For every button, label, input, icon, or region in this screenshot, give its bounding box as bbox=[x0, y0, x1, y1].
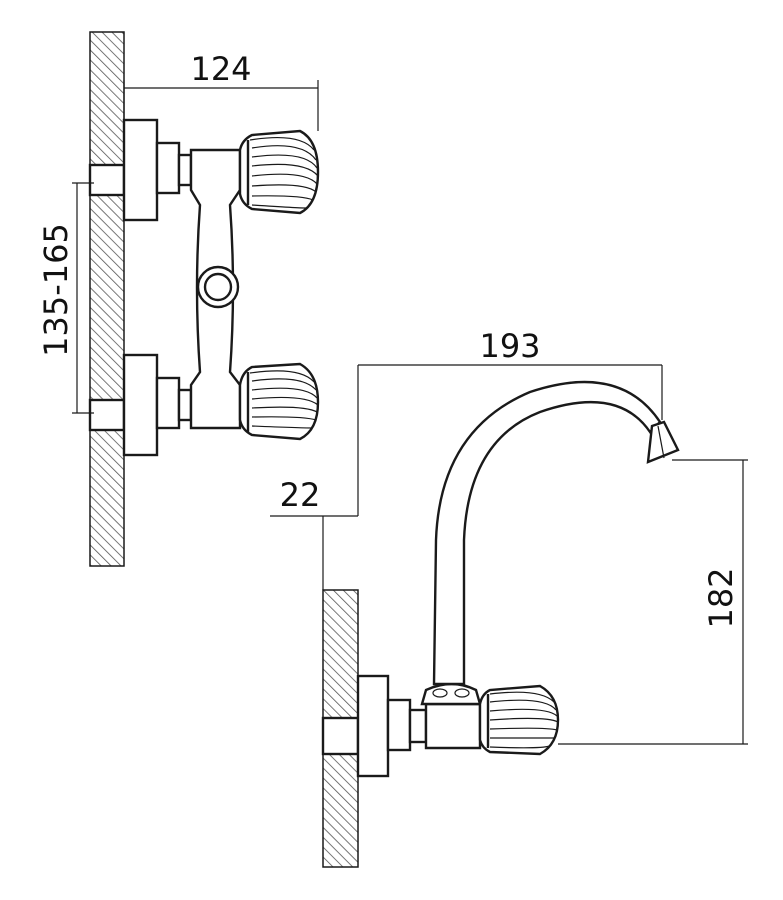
spout-aerator bbox=[646, 420, 680, 464]
escutcheon-upper bbox=[122, 118, 159, 222]
escutcheon-side bbox=[356, 674, 390, 778]
connector-lower bbox=[155, 376, 181, 430]
dimension-193: 193 bbox=[357, 327, 663, 516]
dimension-124: 124 bbox=[123, 50, 319, 131]
dimension-182: 182 bbox=[558, 459, 748, 745]
spout-outlet-inner bbox=[203, 272, 233, 302]
dimension-135-165-label: 135-165 bbox=[37, 223, 75, 357]
handle-upper bbox=[238, 129, 320, 215]
spout-swivel-nut bbox=[420, 682, 482, 706]
inlet-upper bbox=[88, 163, 126, 197]
dimension-22: 22 bbox=[270, 476, 358, 517]
connector-upper bbox=[155, 141, 181, 195]
dimension-124-label: 124 bbox=[190, 50, 251, 88]
valve-body-side bbox=[424, 702, 482, 750]
dimension-135-165: 135-165 bbox=[37, 182, 94, 414]
top-view: 124 135-165 bbox=[37, 31, 320, 567]
inlet-side bbox=[321, 716, 360, 756]
connector-side-nut bbox=[408, 708, 428, 744]
dimension-182-label: 182 bbox=[702, 567, 740, 628]
connector-lower-nut bbox=[177, 388, 193, 422]
side-view: 193 22 182 bbox=[270, 327, 748, 868]
handle-lower bbox=[238, 362, 320, 441]
wall-hatch-top bbox=[89, 31, 125, 567]
escutcheon-lower bbox=[122, 353, 159, 457]
dimension-193-label: 193 bbox=[479, 327, 540, 365]
handle-side bbox=[478, 684, 560, 756]
spout-tube bbox=[432, 380, 662, 686]
connector-side bbox=[386, 698, 412, 752]
connector-upper-nut bbox=[177, 153, 193, 187]
inlet-lower bbox=[88, 398, 126, 432]
dimension-22-label: 22 bbox=[280, 476, 321, 514]
